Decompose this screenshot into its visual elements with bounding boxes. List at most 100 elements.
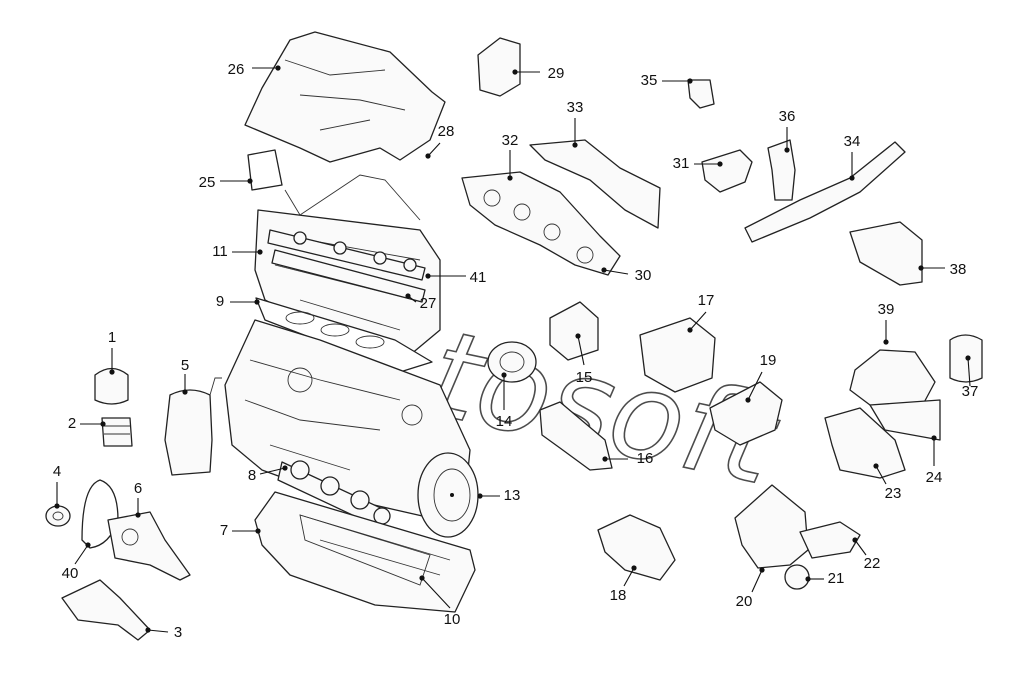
callout-leader-line: [577, 335, 585, 366]
callout-anchor-dot: [572, 142, 578, 148]
oil-pan-gasket-10: [299, 514, 431, 586]
callout-anchor-dot: [135, 512, 141, 518]
callout-anchor-dot: [631, 565, 637, 571]
callout-anchor-dot: [405, 293, 411, 299]
callout-anchor-dot: [918, 265, 924, 271]
callout-17: 17: [687, 292, 714, 333]
callout-leader-line: [259, 467, 286, 475]
callout-anchor-dot: [717, 161, 723, 167]
callout-label: 7: [220, 522, 228, 539]
callout-label: 18: [610, 587, 627, 604]
callout-14: 14: [496, 372, 512, 430]
callout-leader-line: [967, 357, 971, 387]
callout-layer: 1234567891011131415161718192021222324252…: [53, 61, 979, 641]
callout-label: 9: [216, 293, 224, 310]
callout-anchor-dot: [109, 369, 115, 375]
callout-label: 34: [844, 133, 861, 150]
callout-leader-line: [623, 567, 635, 587]
callout-27: 27: [405, 293, 436, 312]
callout-label: 29: [548, 65, 565, 82]
throttle-body-14: [487, 341, 537, 383]
thermostat-38: [849, 221, 923, 286]
callout-30: 30: [601, 267, 651, 284]
oil-filter-housing-1: [94, 367, 129, 405]
callout-anchor-dot: [759, 567, 765, 573]
callout-15: 15: [575, 333, 592, 386]
callout-label: 8: [248, 467, 256, 484]
callout-anchor-dot: [745, 397, 751, 403]
camshafts: [267, 229, 426, 303]
callout-label: 38: [950, 261, 967, 278]
water-pump-6: [107, 511, 191, 581]
callout-label: 17: [698, 292, 715, 309]
callout-label: 30: [635, 267, 652, 284]
callout-leader-line: [751, 569, 763, 593]
bushing-21: [784, 564, 810, 590]
callout-label: 35: [641, 72, 658, 89]
coolant-pipe-34: [744, 141, 906, 243]
callout-anchor-dot: [145, 627, 151, 633]
callout-1: 1: [108, 329, 116, 375]
callout-label: 31: [673, 155, 690, 172]
callout-28: 28: [425, 123, 454, 159]
callout-anchor-dot: [965, 355, 971, 361]
callout-leader-line: [747, 371, 763, 401]
callout-18: 18: [610, 565, 637, 604]
callout-label: 26: [228, 61, 245, 78]
callout-7: 7: [220, 522, 261, 539]
callout-23: 23: [873, 463, 901, 502]
callout-2: 2: [68, 415, 106, 432]
callout-anchor-dot: [575, 333, 581, 339]
callout-19: 19: [745, 352, 776, 403]
callout-4: 4: [53, 463, 61, 509]
callout-38: 38: [918, 261, 966, 278]
callout-label: 37: [962, 383, 979, 400]
callout-8: 8: [248, 465, 288, 484]
callout-anchor-dot: [247, 178, 253, 184]
callout-anchor-dot: [687, 78, 693, 84]
bracket-23: [824, 407, 906, 479]
callout-label: 6: [134, 480, 142, 497]
callout-label: 3: [174, 624, 182, 641]
oil-pump-assembly-5: [164, 377, 222, 476]
callout-9: 9: [216, 293, 260, 310]
callout-37: 37: [962, 355, 979, 400]
callout-anchor-dot: [687, 327, 693, 333]
seal-4: [45, 505, 71, 527]
callout-anchor-dot: [805, 576, 811, 582]
elbow-pipe-31: [701, 149, 753, 193]
callout-anchor-dot: [54, 503, 60, 509]
callout-10: 10: [419, 575, 460, 628]
callout-label: 41: [470, 269, 487, 286]
thermostat-housing-19: [709, 381, 783, 446]
callout-label: 21: [828, 570, 845, 587]
callout-22: 22: [852, 537, 880, 572]
callout-16: 16: [602, 450, 653, 467]
callout-11: 11: [212, 243, 263, 260]
callout-anchor-dot: [275, 65, 281, 71]
egr-valve-15: [549, 301, 599, 361]
callout-leader-line: [689, 311, 707, 331]
callout-label: 27: [420, 295, 437, 312]
callout-anchor-dot: [931, 435, 937, 441]
callout-anchor-dot: [873, 463, 879, 469]
callout-anchor-dot: [849, 175, 855, 181]
callout-label: 36: [779, 108, 796, 125]
callout-anchor-dot: [784, 147, 790, 153]
callout-leader-line: [427, 142, 441, 157]
callout-21: 21: [805, 570, 844, 587]
callout-anchor-dot: [602, 456, 608, 462]
callout-label: 20: [736, 593, 753, 610]
callout-anchor-dot: [254, 299, 260, 305]
hose-36: [767, 139, 796, 201]
valve-29: [477, 37, 521, 97]
callout-label: 24: [926, 469, 943, 486]
callout-20: 20: [736, 567, 765, 610]
callout-29: 29: [512, 65, 564, 82]
callout-label: 22: [864, 555, 881, 572]
callout-31: 31: [673, 155, 723, 172]
callout-anchor-dot: [425, 153, 431, 159]
callout-label: 39: [878, 301, 895, 318]
callout-24: 24: [926, 435, 943, 486]
callout-label: 11: [212, 243, 228, 260]
